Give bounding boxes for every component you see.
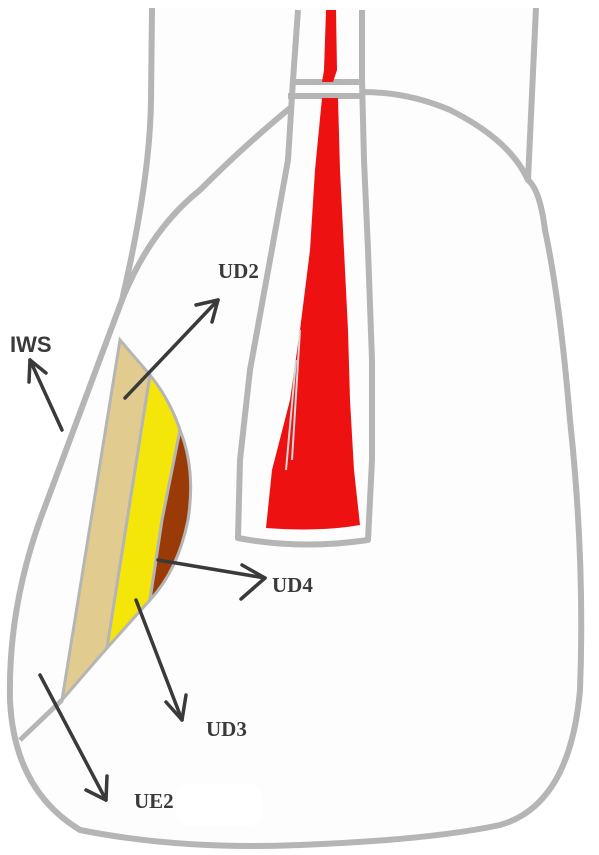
label-ud2: UD2	[218, 259, 259, 283]
label-ud3: UD3	[206, 717, 247, 741]
label-iws: IWS	[10, 332, 52, 357]
label-ue2: UE2	[134, 789, 174, 813]
ue2-label-patch	[176, 784, 262, 826]
label-ud4: UD4	[272, 573, 313, 597]
